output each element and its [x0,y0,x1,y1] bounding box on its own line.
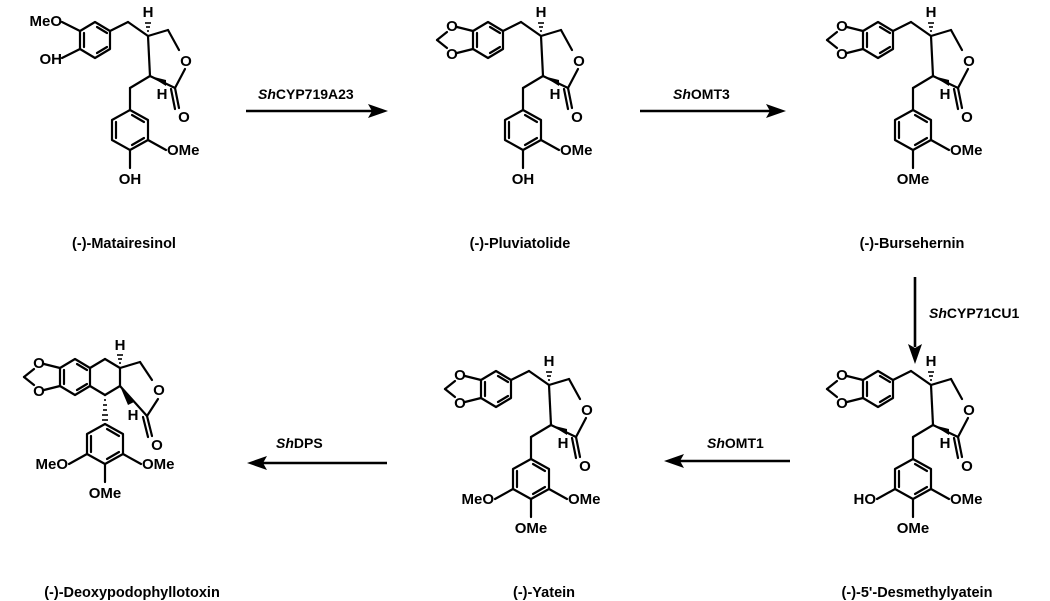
svg-text:O: O [454,367,466,384]
enzyme-label-1: ShCYP719A23 [258,86,354,102]
arrow-3 [908,277,922,364]
svg-text:H: H [558,435,569,452]
structure-deoxypodophyllotoxin: O O O O H H OMe [22,337,175,502]
svg-text:OMe: OMe [560,142,593,159]
svg-text:OH: OH [512,171,535,188]
enzyme-label-4: ShOMT1 [707,435,764,451]
svg-text:OMe: OMe [897,171,930,188]
structure-bursehernin: O O O O H H OMe OMe [825,4,983,188]
arrow-4 [664,454,790,468]
svg-text:O: O [961,458,973,475]
svg-text:OH: OH [119,171,142,188]
svg-text:H: H [940,435,951,452]
svg-text:O: O [180,53,192,70]
svg-text:OMe: OMe [142,456,175,473]
svg-text:O: O [454,395,466,412]
svg-text:MeO: MeO [29,13,62,30]
svg-text:OMe: OMe [950,491,983,508]
svg-text:O: O [836,367,848,384]
svg-text:O: O [963,402,975,419]
svg-text:O: O [571,109,583,126]
enzyme-label-2: ShOMT3 [673,86,730,102]
svg-text:O: O [581,402,593,419]
enzyme-label-5: ShDPS [276,435,323,451]
svg-text:OMe: OMe [950,142,983,159]
svg-text:OMe: OMe [515,520,548,537]
svg-text:O: O [33,355,45,372]
svg-text:H: H [115,337,126,354]
svg-text:O: O [446,46,458,63]
svg-text:O: O [153,382,165,399]
svg-text:H: H [157,86,168,103]
structure-5-desmethylyatein: O O O O H H OMe HO OMe [825,353,983,537]
svg-text:MeO: MeO [461,491,494,508]
compound-name-5: (-)-Yatein [513,585,575,601]
svg-text:O: O [151,437,163,454]
compound-name-4: (-)-5'-Desmethylyatein [842,585,993,601]
structure-pluviatolide: O O O O H H OMe OH [435,4,593,188]
compound-name-6: (-)-Deoxypodophyllotoxin [44,585,220,601]
svg-text:O: O [836,18,848,35]
svg-text:OMe: OMe [167,142,200,159]
svg-text:O: O [579,458,591,475]
svg-text:H: H [926,4,937,21]
svg-text:O: O [178,109,190,126]
svg-text:OMe: OMe [89,485,122,502]
compound-name-2: (-)-Pluviatolide [470,236,571,252]
svg-text:H: H [544,353,555,370]
structure-yatein: O O O O H H OMe MeO OMe [443,353,601,537]
svg-text:OMe: OMe [568,491,601,508]
svg-text:O: O [836,46,848,63]
svg-text:H: H [143,4,154,21]
enzyme-label-3: ShCYP71CU1 [929,305,1019,321]
compound-name-1: (-)-Matairesinol [72,236,176,252]
svg-text:H: H [550,86,561,103]
svg-text:OH: OH [40,51,63,68]
structure-matairesinol: MeO OH O O H H OMe OH [29,4,199,188]
svg-text:OMe: OMe [897,520,930,537]
svg-text:O: O [446,18,458,35]
svg-text:MeO: MeO [35,456,68,473]
svg-text:O: O [573,53,585,70]
svg-text:H: H [940,86,951,103]
svg-text:HO: HO [854,491,877,508]
svg-text:O: O [961,109,973,126]
compound-name-3: (-)-Bursehernin [860,236,965,252]
svg-text:O: O [33,383,45,400]
svg-text:O: O [836,395,848,412]
svg-text:H: H [128,407,139,424]
arrow-2 [640,104,786,118]
arrow-5 [247,456,387,470]
svg-text:O: O [963,53,975,70]
svg-text:H: H [536,4,547,21]
arrow-1 [246,104,388,118]
svg-text:H: H [926,353,937,370]
